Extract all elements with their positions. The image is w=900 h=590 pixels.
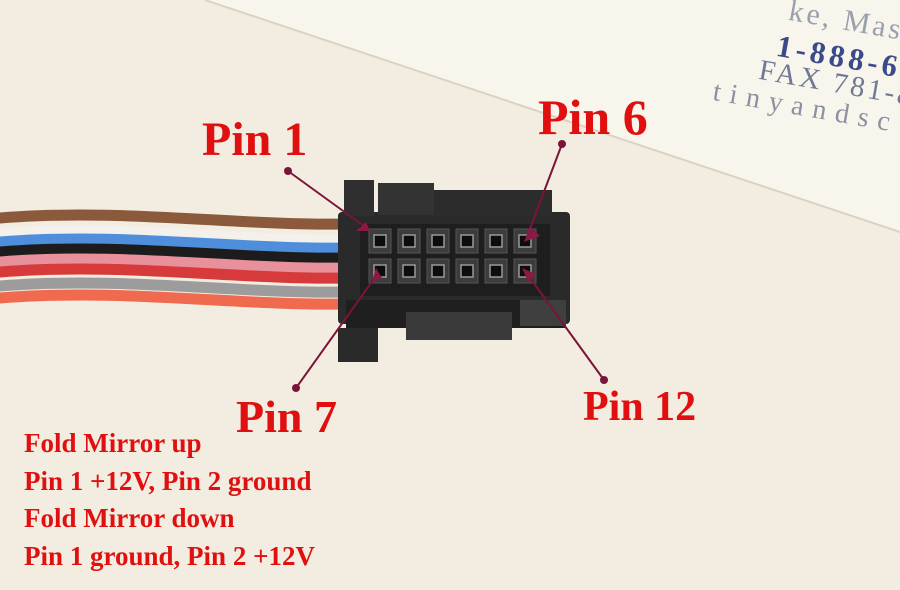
pin1-label: Pin 1	[202, 113, 308, 166]
pin-socket	[460, 264, 474, 278]
wire	[0, 253, 351, 274]
connector-latch-left	[344, 180, 374, 216]
wiring-notes: Fold Mirror up Pin 1 +12V, Pin 2 ground …	[24, 425, 315, 575]
connector-body	[338, 180, 570, 362]
connector-highlight	[520, 300, 566, 326]
wire	[0, 209, 351, 230]
wire	[0, 243, 351, 264]
pointer-pin6	[524, 140, 566, 242]
wire-bundle	[0, 209, 351, 310]
pointer-arrowhead	[524, 226, 540, 242]
pin-socket	[402, 234, 416, 248]
pin12-label: Pin 12	[583, 384, 697, 430]
pointer-dot	[558, 140, 566, 148]
note-fold-down-wiring: Pin 1 ground, Pin 2 +12V	[24, 540, 315, 571]
pointer-pin12	[522, 268, 608, 384]
pin-socket	[489, 264, 503, 278]
pin-socket	[373, 234, 387, 248]
pin-socket	[402, 264, 416, 278]
card-edge	[204, 0, 900, 233]
pointer-pin7	[292, 268, 382, 392]
wire	[0, 277, 351, 298]
pointer-arrowhead	[522, 268, 536, 282]
note-fold-down-heading: Fold Mirror down	[24, 503, 235, 533]
wire	[0, 233, 351, 254]
pointer-dot	[292, 384, 300, 392]
connector-top-rail	[434, 190, 552, 216]
connector-latch-mid	[378, 183, 434, 215]
pin-socket	[489, 234, 503, 248]
pin-grid	[368, 228, 537, 284]
connector-foot	[338, 328, 378, 362]
pin-socket	[431, 234, 445, 248]
pin-socket	[460, 234, 474, 248]
pin-socket	[431, 264, 445, 278]
pointer-dot	[284, 167, 292, 175]
pin7-label: Pin 7	[236, 391, 337, 442]
note-fold-up-wiring: Pin 1 +12V, Pin 2 ground	[24, 465, 312, 496]
wire	[0, 225, 351, 246]
wire	[0, 263, 351, 284]
note-fold-up-heading: Fold Mirror up	[24, 428, 202, 458]
pin6-label: Pin 6	[538, 89, 648, 145]
pointer-arrowhead	[356, 222, 370, 231]
wire	[0, 289, 351, 310]
pointer-pin1	[284, 167, 370, 231]
pointer-arrowhead	[372, 268, 382, 282]
pointer-dot	[600, 376, 608, 384]
connector-tab	[406, 312, 512, 340]
